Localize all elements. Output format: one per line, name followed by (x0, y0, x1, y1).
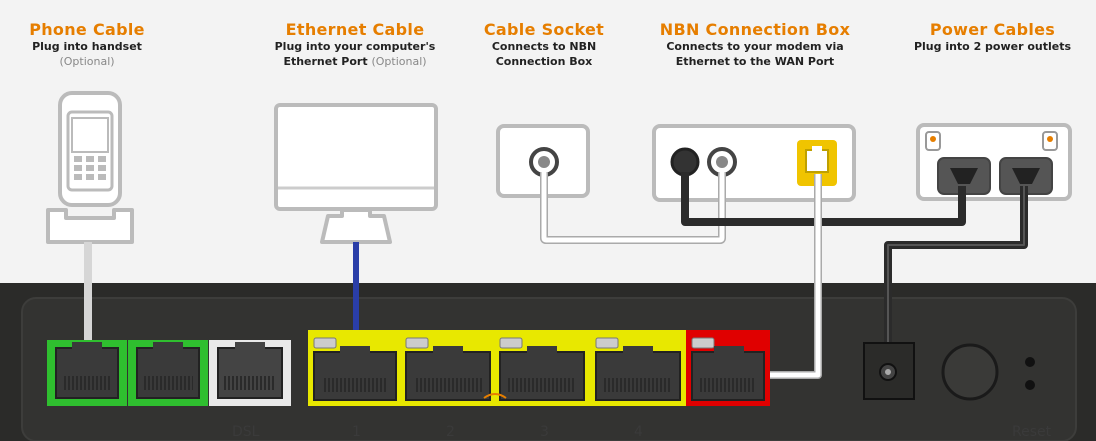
power-button[interactable] (941, 343, 999, 401)
power-jack[interactable] (863, 342, 915, 400)
cable-socket-title: Cable Socket (483, 20, 605, 39)
phone-cable-label: Phone Cable Plug into handset (Optional) (12, 20, 162, 69)
ethernet-cable-optional: (Optional) (371, 55, 427, 68)
wan-port[interactable] (686, 330, 770, 406)
cable-socket-label: Cable Socket Connects to NBN Connection … (474, 20, 614, 69)
nbn-power-cable (681, 172, 966, 226)
phone-cable-desc: Plug into handset (32, 40, 142, 53)
port-labels: DSL 1 2 3 4 Reset (232, 424, 1052, 440)
cable-socket-desc-1: Connects to NBN (491, 40, 597, 53)
phone-cable-optional: (Optional) (59, 55, 115, 68)
reset-button[interactable] (1025, 357, 1035, 390)
power-board-icon (916, 123, 1072, 201)
lan-4-label: 4 (634, 424, 643, 440)
phone-port-2[interactable] (128, 340, 208, 406)
cable-socket-desc-2: Connection Box (495, 55, 593, 68)
lan-port-1[interactable] (313, 337, 397, 401)
lan-2-label: 2 (446, 424, 455, 440)
power-cables-label: Power Cables Plug into 2 power outlets (900, 20, 1085, 54)
phone-port-1[interactable] (47, 340, 127, 406)
ethernet-cable-desc-1: Plug into your computer's (274, 40, 436, 53)
nbn-box-desc-2: Ethernet to the WAN Port (675, 55, 835, 68)
ethernet-cable-desc-2: Ethernet Port (283, 55, 368, 68)
phone-cable-title: Phone Cable (29, 20, 145, 39)
nbn-box-label: NBN Connection Box Connects to your mode… (650, 20, 860, 69)
power-cables-title: Power Cables (929, 20, 1056, 39)
dsl-label: DSL (232, 424, 260, 440)
dsl-port[interactable] (209, 340, 291, 406)
lan-port-2[interactable] (405, 337, 491, 401)
power-cables-desc: Plug into 2 power outlets (913, 40, 1072, 53)
ethernet-cable-title: Ethernet Cable (285, 20, 425, 39)
nbn-connection-box-icon (652, 124, 856, 202)
lan-port-3[interactable] (499, 337, 585, 401)
cable-socket-icon (496, 124, 590, 198)
lan-1-label: 1 (352, 424, 361, 440)
nbn-box-desc-1: Connects to your modem via (666, 40, 844, 53)
reset-label: Reset (1012, 424, 1052, 440)
computer-monitor-icon (274, 103, 438, 244)
lan-3-label: 3 (540, 424, 549, 440)
nbn-box-title: NBN Connection Box (659, 20, 851, 39)
ethernet-cable-label: Ethernet Cable Plug into your computer's… (255, 20, 455, 69)
wifi-icon (483, 393, 507, 399)
phone-handset-icon (46, 91, 134, 244)
lan-port-4[interactable] (595, 337, 681, 401)
